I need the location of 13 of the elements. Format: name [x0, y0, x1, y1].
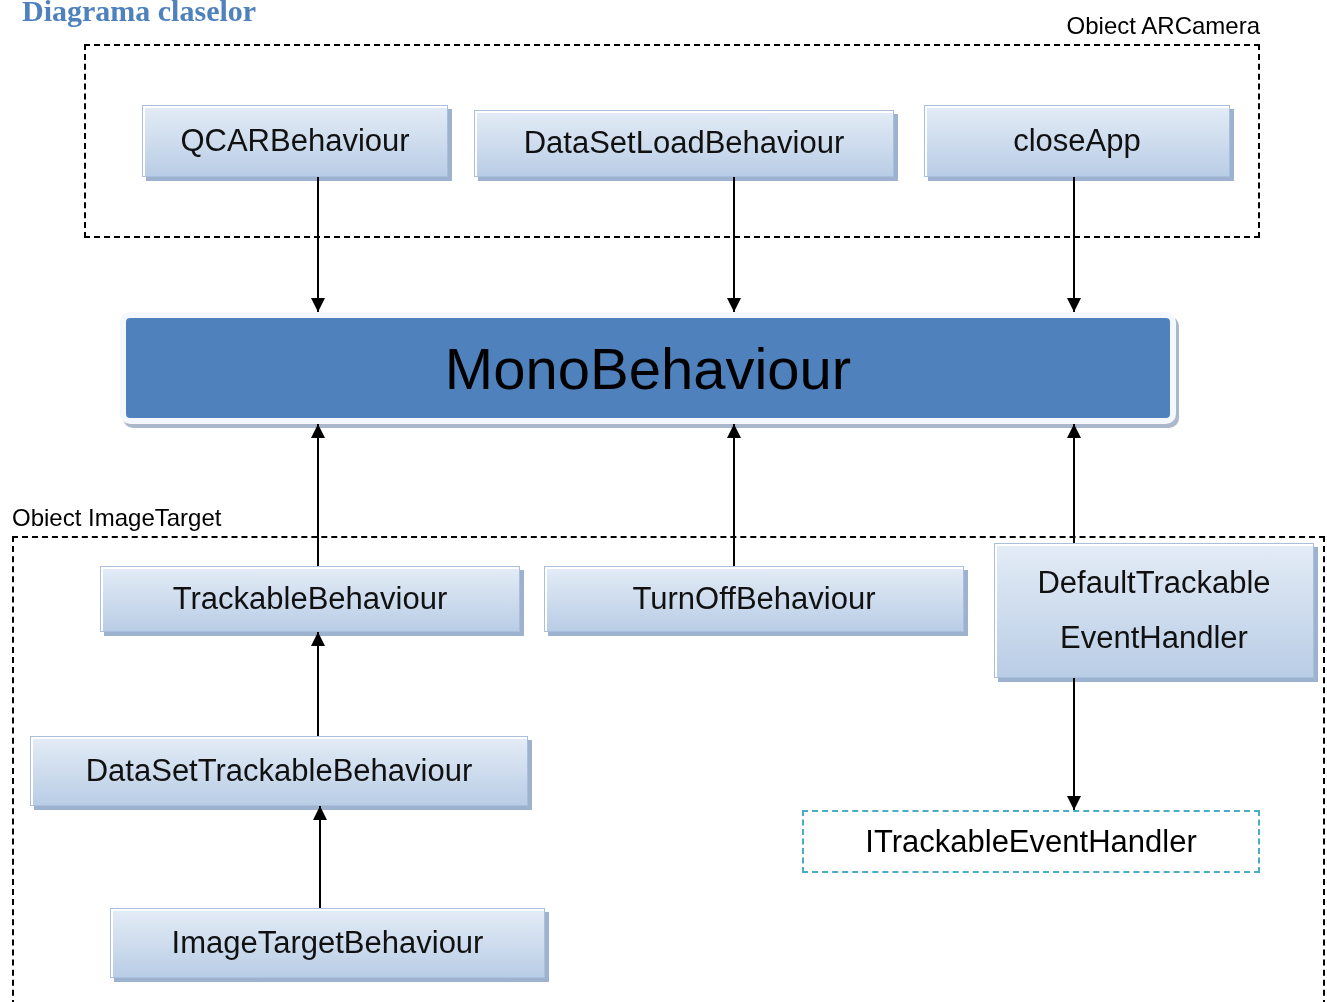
arrow [313, 805, 327, 909]
diagram-title: Diagrama claselor [22, 0, 257, 28]
interface-box: ITrackableEventHandler [802, 810, 1260, 873]
arrow [1067, 423, 1081, 544]
arrow [727, 176, 741, 313]
group-label: Obiect ARCamera [1066, 12, 1260, 40]
arrow [311, 631, 325, 737]
arrow [311, 176, 325, 313]
arrow [311, 423, 325, 567]
arrow [1067, 677, 1081, 811]
arrow [1067, 176, 1081, 313]
group-label: Obiect ImageTarget [12, 504, 222, 532]
arrow [727, 423, 741, 567]
